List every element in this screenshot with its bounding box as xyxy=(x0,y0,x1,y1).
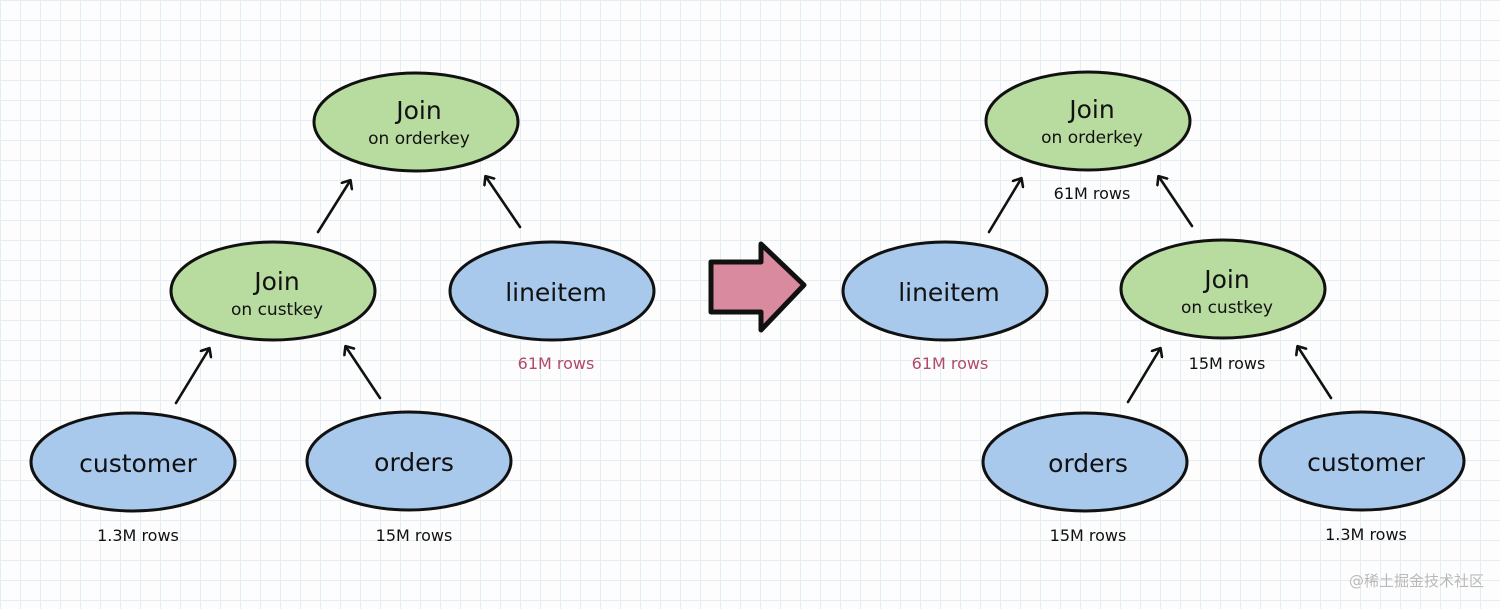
customer-rows: 1.3M rows xyxy=(1325,525,1407,544)
customer-rows: 1.3M rows xyxy=(97,526,179,545)
edge-lineitem-to-join-orderkey xyxy=(987,179,1021,234)
join-custkey-node: Join on custkey xyxy=(169,240,377,342)
edge-orders-to-join-custkey xyxy=(346,347,382,400)
customer-label: customer xyxy=(79,449,197,478)
edge-join-custkey-to-join-orderkey xyxy=(1159,177,1194,228)
customer-node: customer xyxy=(29,411,237,513)
join-orderkey-node: Join on orderkey xyxy=(984,70,1192,172)
right-arrow-icon xyxy=(708,241,807,333)
orders-node: orders xyxy=(305,410,513,512)
join-orderkey-title: Join xyxy=(394,96,441,125)
edge-customer-to-join-custkey xyxy=(1298,347,1333,400)
right-tree: Join on orderkey 61M rows lineitem 61M r… xyxy=(841,70,1466,545)
join-custkey-title: Join xyxy=(1202,265,1249,294)
join-custkey-rows: 15M rows xyxy=(1189,354,1266,373)
edge-lineitem-to-join-orderkey xyxy=(486,177,522,229)
edge-join-custkey-to-join-orderkey xyxy=(316,181,350,234)
join-orderkey-subtitle: on orderkey xyxy=(368,129,470,149)
join-custkey-subtitle: on custkey xyxy=(1181,298,1273,318)
customer-label: customer xyxy=(1307,448,1425,477)
join-orderkey-subtitle: on orderkey xyxy=(1041,128,1143,148)
customer-node: customer xyxy=(1258,410,1466,512)
watermark: @稀土掘金技术社区 xyxy=(1349,572,1484,590)
orders-rows: 15M rows xyxy=(1050,526,1127,545)
join-custkey-node: Join on custkey xyxy=(1119,238,1327,340)
join-orderkey-node: Join on orderkey xyxy=(312,71,520,173)
join-custkey-title: Join xyxy=(252,267,299,296)
orders-label: orders xyxy=(1048,449,1128,478)
lineitem-rows: 61M rows xyxy=(518,354,595,373)
lineitem-rows: 61M rows xyxy=(912,354,989,373)
join-orderkey-rows: 61M rows xyxy=(1054,184,1131,203)
join-orderkey-title: Join xyxy=(1067,95,1114,124)
lineitem-label: lineitem xyxy=(505,278,607,307)
join-custkey-subtitle: on custkey xyxy=(231,300,323,320)
orders-label: orders xyxy=(374,448,454,477)
lineitem-node: lineitem xyxy=(841,240,1049,342)
orders-node: orders xyxy=(981,411,1189,513)
edge-orders-to-join-custkey xyxy=(1126,349,1160,404)
edge-customer-to-join-custkey xyxy=(174,349,209,405)
lineitem-node: lineitem xyxy=(448,240,656,342)
lineitem-label: lineitem xyxy=(898,278,1000,307)
left-tree: Join on orderkey Join on custkey lineite… xyxy=(29,71,656,545)
orders-rows: 15M rows xyxy=(376,526,453,545)
